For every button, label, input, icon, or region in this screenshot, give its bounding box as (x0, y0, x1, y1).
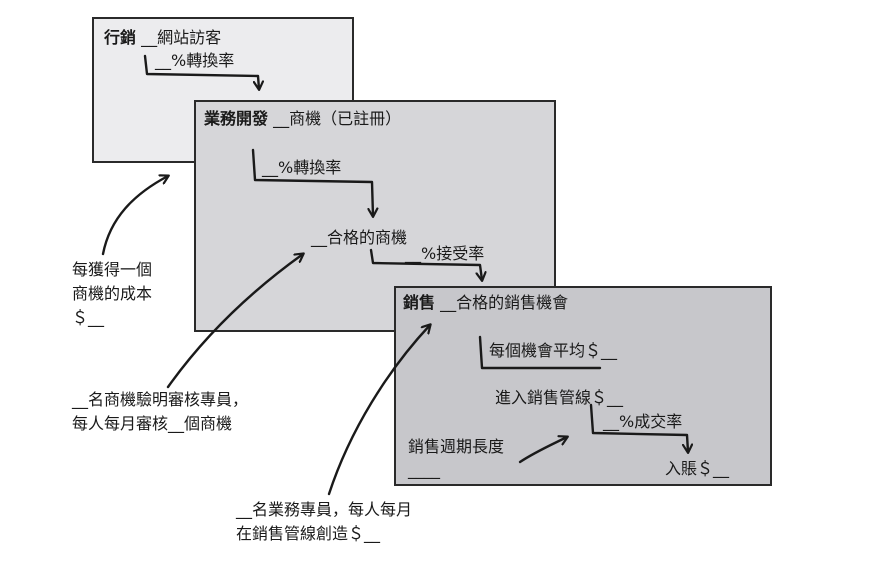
sales-booked: 入賬＄__ (665, 459, 730, 478)
sales-close-rate: __%成交率 (603, 412, 683, 431)
marketing-conversion: __%轉換率 (155, 51, 235, 70)
bizdev-acceptance: __%接受率 (405, 244, 485, 263)
cost-annotation-arrow (101, 176, 168, 256)
sales-title: 銷售 (403, 293, 436, 312)
bizdev-title: 業務開發 (204, 109, 269, 128)
annotation-verifier-line-2: 每人每月審核__個商機 (72, 414, 233, 433)
annotation-cost-line-1: 每獲得一個 (72, 260, 153, 279)
annotation-reps-line-1: __名業務專員，每人每月 (236, 500, 413, 519)
bizdev-qualified: __合格的商機 (311, 228, 408, 247)
sales-cycle-blank: ____ (408, 460, 440, 479)
annotation-cost-line-3: ＄__ (72, 308, 105, 327)
annotation-sales-reps: __名業務專員，每人每月 在銷售管線創造＄__ (236, 498, 412, 546)
marketing-header: 行銷 __網站訪客 (104, 28, 221, 48)
sales-header: 銷售 __合格的銷售機會 (403, 293, 568, 313)
marketing-title: 行銷 (104, 28, 137, 47)
sales-pipeline: 進入銷售管線＄__ (495, 388, 624, 407)
annotation-cost-line-2: 商機的成本 (72, 284, 153, 303)
annotation-cost-per-lead: 每獲得一個 商機的成本 ＄__ (72, 258, 152, 330)
bizdev-conversion: __%轉換率 (262, 158, 342, 177)
sales-cycle-label: 銷售週期長度 (408, 437, 505, 456)
sales-avg-per-opportunity: 每個機會平均＄__ (489, 341, 618, 360)
sales-metric: __合格的銷售機會 (440, 293, 569, 312)
annotation-verifier-line-1: __名商機驗明審核專員， (72, 390, 249, 409)
sales-panel (394, 286, 772, 486)
annotation-reps-line-2: 在銷售管線創造＄__ (236, 524, 381, 543)
bizdev-header: 業務開發 __商機（已註冊） (204, 109, 401, 129)
bizdev-metric: __商機（已註冊） (273, 109, 402, 128)
marketing-metric: __網站訪客 (141, 28, 222, 47)
annotation-lead-verifiers: __名商機驗明審核專員， 每人每月審核__個商機 (72, 388, 248, 436)
